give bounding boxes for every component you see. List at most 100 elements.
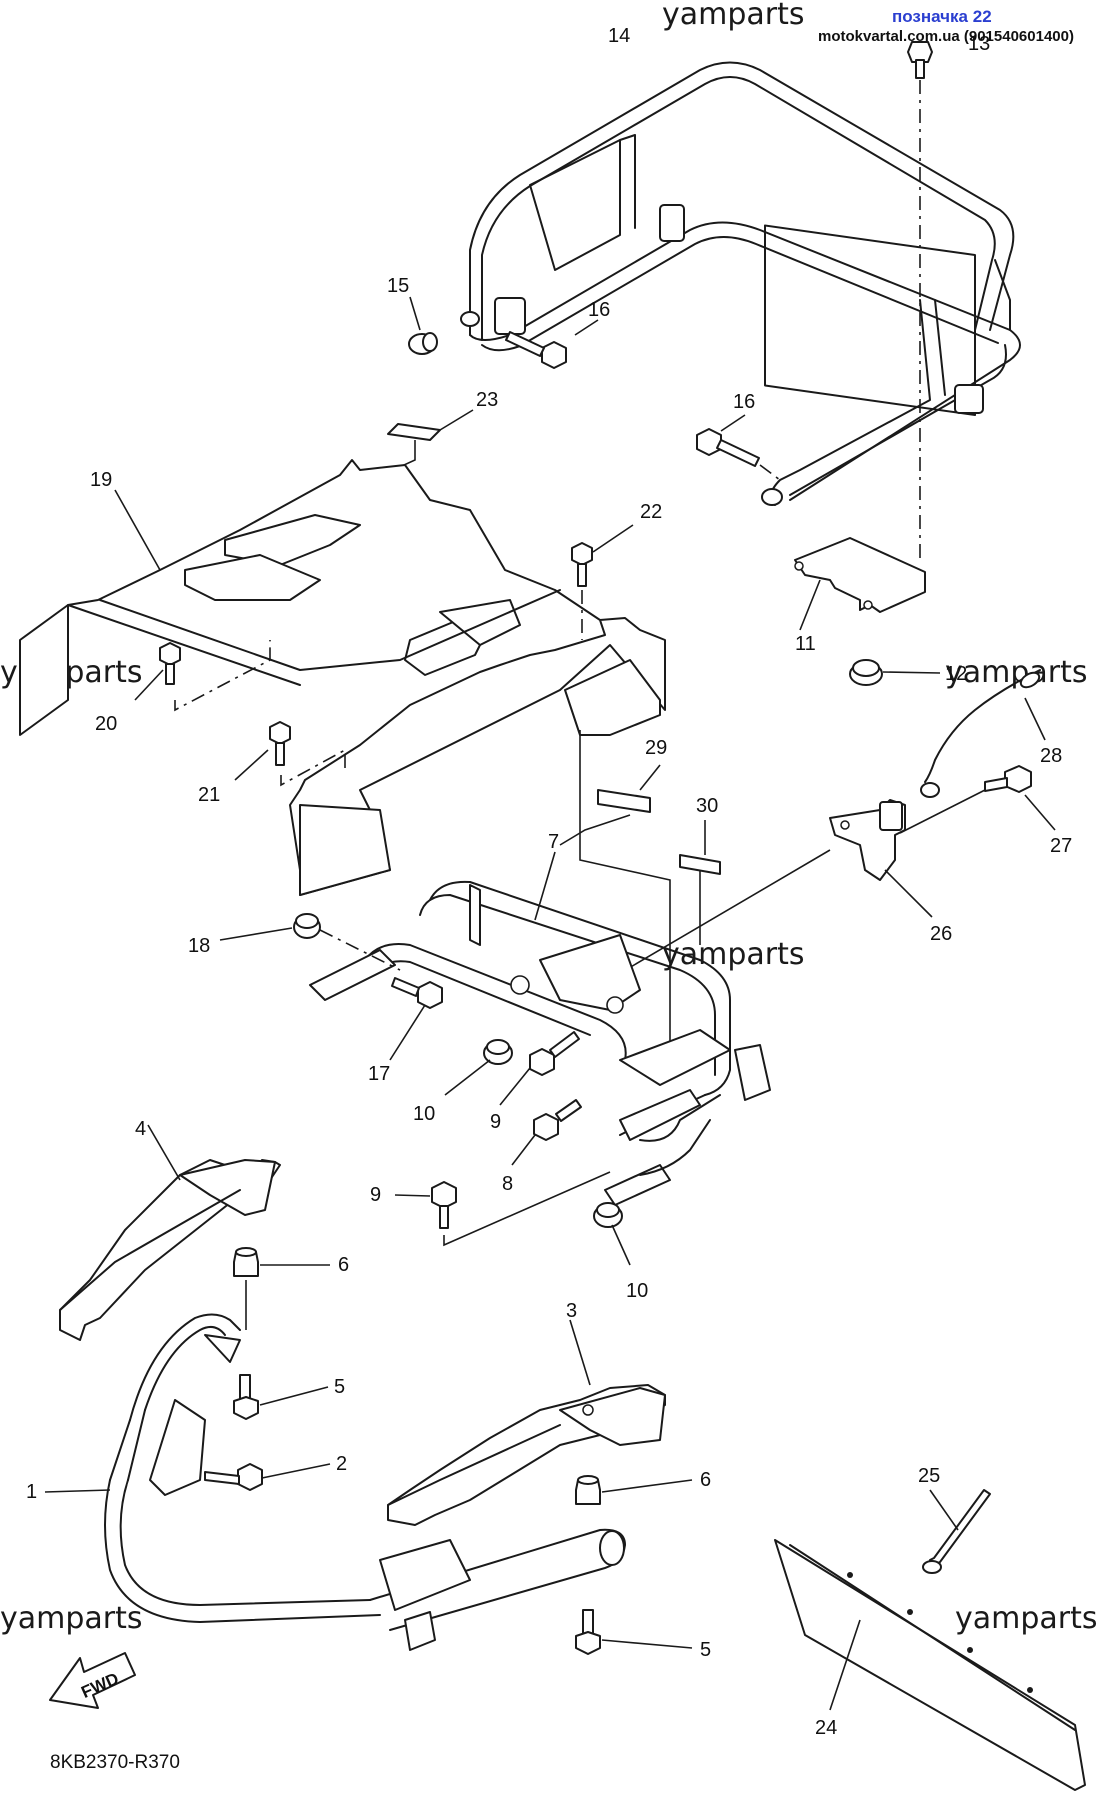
callout-18: 18 [188,935,210,957]
bolt-8 [533,1099,582,1141]
label-29 [597,789,651,813]
bolt-22 [571,542,593,587]
callout-10b: 10 [626,1280,648,1302]
nut-18 [293,913,321,939]
callout-23: 23 [476,389,498,411]
bolt-13 [907,41,933,79]
bolt-5b [575,1609,601,1655]
diagram-code: 8KB2370-R370 [50,1752,180,1773]
leader-7 [534,851,556,921]
watermark: yamparts [662,0,805,32]
label-30 [679,854,721,875]
leader-26-line [599,849,831,986]
callout-2: 2 [336,1453,347,1475]
collar-6b [575,1475,601,1505]
leader-11 [799,579,821,631]
bracket-11 [794,537,926,613]
leader-24 [829,1619,861,1711]
leader-20-dash [174,640,271,712]
callout-24: 24 [815,1717,837,1739]
callout-16b: 16 [733,391,755,413]
leader-10b [611,1224,631,1266]
leader-4 [147,1124,181,1181]
hinge-26 [829,799,906,881]
leader-28 [1024,697,1046,741]
leader-9b [394,1194,431,1197]
bolt-5a [233,1374,259,1420]
bolt-16a [505,331,567,369]
bolt-21 [269,721,291,766]
callout-9a: 9 [490,1111,501,1133]
collar-6a [233,1247,259,1277]
site-text: motokvartal.com.ua (901540601400) [818,28,1074,45]
bolt-16b [696,428,760,467]
leader-19 [114,489,161,571]
rivet-25 [922,1489,991,1574]
leader-16a [574,319,599,336]
callout-9b: 9 [370,1184,381,1206]
frame-7 [309,880,771,1206]
leader-22 [592,524,634,553]
leader-3 [569,1319,591,1386]
leader-8 [511,1134,536,1166]
leader-23 [439,409,474,431]
bolt-9b [431,1181,457,1229]
bolt-2 [204,1463,263,1491]
watermark: yamparts [0,1601,143,1636]
cap-15 [408,332,438,355]
bolt-17 [391,977,443,1009]
leader-9b-line [443,1171,611,1247]
leader-6b [601,1479,693,1493]
leader-17 [389,1004,426,1061]
leader-20 [134,669,164,701]
bolt-20 [159,642,181,685]
nut-10b [593,1202,623,1228]
leader-10a [444,1059,491,1096]
callout-7: 7 [548,831,559,853]
callout-14: 14 [608,25,630,47]
callout-1: 1 [26,1481,37,1503]
leader-5a [259,1386,329,1406]
rear-rack [460,61,1021,506]
leader-27 [1024,794,1056,831]
callout-11: 11 [795,633,816,655]
bolt-9a [529,1031,580,1076]
callout-25: 25 [918,1465,940,1487]
leader-21-dash [280,748,346,787]
leader-12 [882,671,941,674]
bumper-1 [104,1313,626,1651]
leader-21 [234,749,269,781]
note-label: позначка 22 [892,7,992,26]
leader-16b [720,414,746,432]
callout-22: 22 [640,501,662,523]
callout-15: 15 [387,275,409,297]
leader-2 [261,1463,331,1479]
callout-30: 30 [696,795,718,817]
callout-13: 13 [968,33,990,55]
callout-10a: 10 [413,1103,435,1125]
leader-25 [929,1489,959,1531]
callout-3: 3 [566,1300,577,1322]
callout-5b: 5 [700,1639,711,1661]
guard-4 [59,1159,281,1341]
rear-fender-19 [19,459,666,896]
leader-27-line [899,789,986,834]
leader-18 [219,927,293,941]
plate-24 [774,1539,1086,1791]
leader-15 [409,296,421,331]
watermark: yamparts [955,1601,1098,1636]
callout-27: 27 [1050,835,1072,857]
callout-8: 8 [502,1173,513,1195]
cable-28 [920,669,1041,798]
callout-20: 20 [95,713,117,735]
leader-29-line [559,814,631,846]
callout-29: 29 [645,737,667,759]
callout-19: 19 [90,469,112,491]
nut-10a [483,1039,513,1065]
leader-5b [601,1639,693,1649]
callout-26: 26 [930,923,952,945]
callout-4: 4 [135,1118,146,1140]
callout-5a: 5 [334,1376,345,1398]
callout-12: 12 [945,663,967,685]
